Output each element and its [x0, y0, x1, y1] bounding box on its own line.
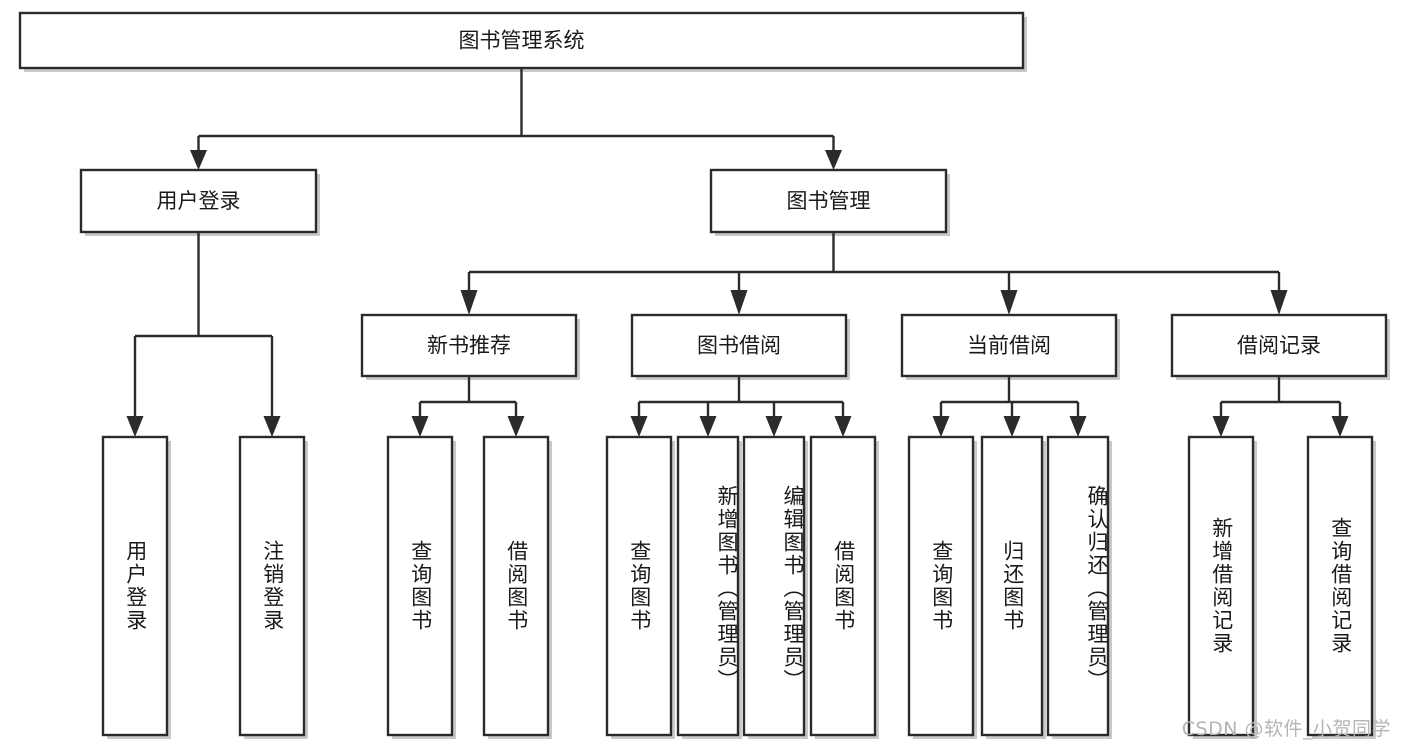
new-book-rec-label: 新书推荐 [427, 334, 511, 358]
leaf-node-add-record[interactable] [1187, 435, 1257, 739]
arrow-to-leaf-add-record [1212, 416, 1230, 437]
arrow-to-current-borrow [1000, 290, 1018, 315]
leaf-query-book-1-box [386, 435, 454, 737]
arrow-to-leaf-query-book-1 [411, 416, 429, 437]
connector-current-borrow-to-leaves [932, 376, 1087, 437]
leaf-node-edit-book[interactable] [742, 435, 808, 739]
arrow-to-book-manage [825, 150, 842, 170]
leaf-return-book-box [980, 435, 1044, 737]
leaf-confirm-return-box [1046, 435, 1110, 737]
leaf-node-confirm-return[interactable] [1046, 435, 1112, 739]
connector-borrow-record-to-leaves [1212, 376, 1349, 437]
arrow-to-leaf-confirm-return [1069, 416, 1087, 437]
leaf-query-book-2-box [605, 435, 673, 737]
leaf-node-query-book-3[interactable] [907, 435, 977, 739]
borrow-record-box [1170, 313, 1388, 378]
leaf-add-record-box [1187, 435, 1255, 737]
leaf-query-record-box [1306, 435, 1374, 737]
leaf-node-query-book-1[interactable] [386, 435, 456, 739]
node-root[interactable] [18, 11, 1027, 72]
arrow-to-leaf-logout [263, 416, 281, 437]
leaf-logout-box [238, 435, 306, 737]
leaf-node-return-book[interactable] [980, 435, 1046, 739]
arrow-to-leaf-borrow-book-1 [507, 416, 525, 437]
arrow-to-leaf-borrow-book-2 [834, 416, 852, 437]
leaf-node-query-book-2[interactable] [605, 435, 675, 739]
arrow-to-leaf-query-book-3 [932, 416, 950, 437]
book-manage-box [709, 168, 948, 234]
leaf-node-logout[interactable] [238, 435, 308, 739]
user-login-box [79, 168, 318, 234]
current-borrow-box [900, 313, 1118, 378]
node-new-book-rec[interactable] [360, 313, 580, 380]
book-borrow-label: 图书借阅 [697, 334, 781, 358]
arrow-to-borrow-record [1270, 290, 1288, 315]
connector-root-to-level2 [190, 68, 842, 170]
root-label: 图书管理系统 [459, 29, 585, 53]
arrow-to-leaf-user-login [126, 416, 144, 437]
borrow-record-label: 借阅记录 [1237, 334, 1321, 358]
arrow-to-leaf-return-book [1003, 416, 1021, 437]
leaf-borrow-book-2-box [809, 435, 877, 737]
arrow-to-new-book-rec [460, 290, 478, 315]
node-borrow-record[interactable] [1170, 313, 1390, 380]
arrow-to-book-borrow [730, 290, 748, 315]
csdn-watermark: CSDN @软件_小贺同学 [1181, 718, 1391, 740]
leaf-node-add-book[interactable] [676, 435, 742, 739]
leaf-node-user-login[interactable] [101, 435, 171, 739]
arrow-to-leaf-query-book-2 [630, 416, 648, 437]
leaf-borrow-book-1-box [482, 435, 550, 737]
node-current-borrow[interactable] [900, 313, 1120, 380]
arrow-to-user-login [190, 150, 207, 170]
leaf-user-login-box [101, 435, 169, 737]
node-user-login[interactable] [79, 168, 320, 236]
arrow-to-leaf-add-book [699, 416, 717, 437]
leaf-node-query-record[interactable] [1306, 435, 1376, 739]
leaf-node-borrow-book-2[interactable] [809, 435, 879, 739]
new-book-rec-box [360, 313, 578, 378]
book-manage-label: 图书管理 [787, 189, 871, 213]
leaf-node-borrow-book-1[interactable] [482, 435, 552, 739]
node-book-manage[interactable] [709, 168, 950, 236]
user-login-label: 用户登录 [157, 189, 241, 213]
arrow-to-leaf-query-record [1331, 416, 1349, 437]
connector-new-book-rec-to-leaves [411, 376, 525, 437]
root-box [18, 11, 1025, 70]
connector-book-borrow-to-leaves [630, 376, 852, 437]
leaf-boxes-group [101, 435, 1376, 739]
current-borrow-label: 当前借阅 [967, 334, 1051, 358]
leaf-edit-book-box [742, 435, 806, 737]
connector-user-login-to-leaves [126, 232, 281, 437]
leaf-query-book-3-box [907, 435, 975, 737]
arrow-to-leaf-edit-book [765, 416, 783, 437]
leaf-add-book-box [676, 435, 740, 737]
connector-book-manage-to-level3 [460, 232, 1288, 315]
